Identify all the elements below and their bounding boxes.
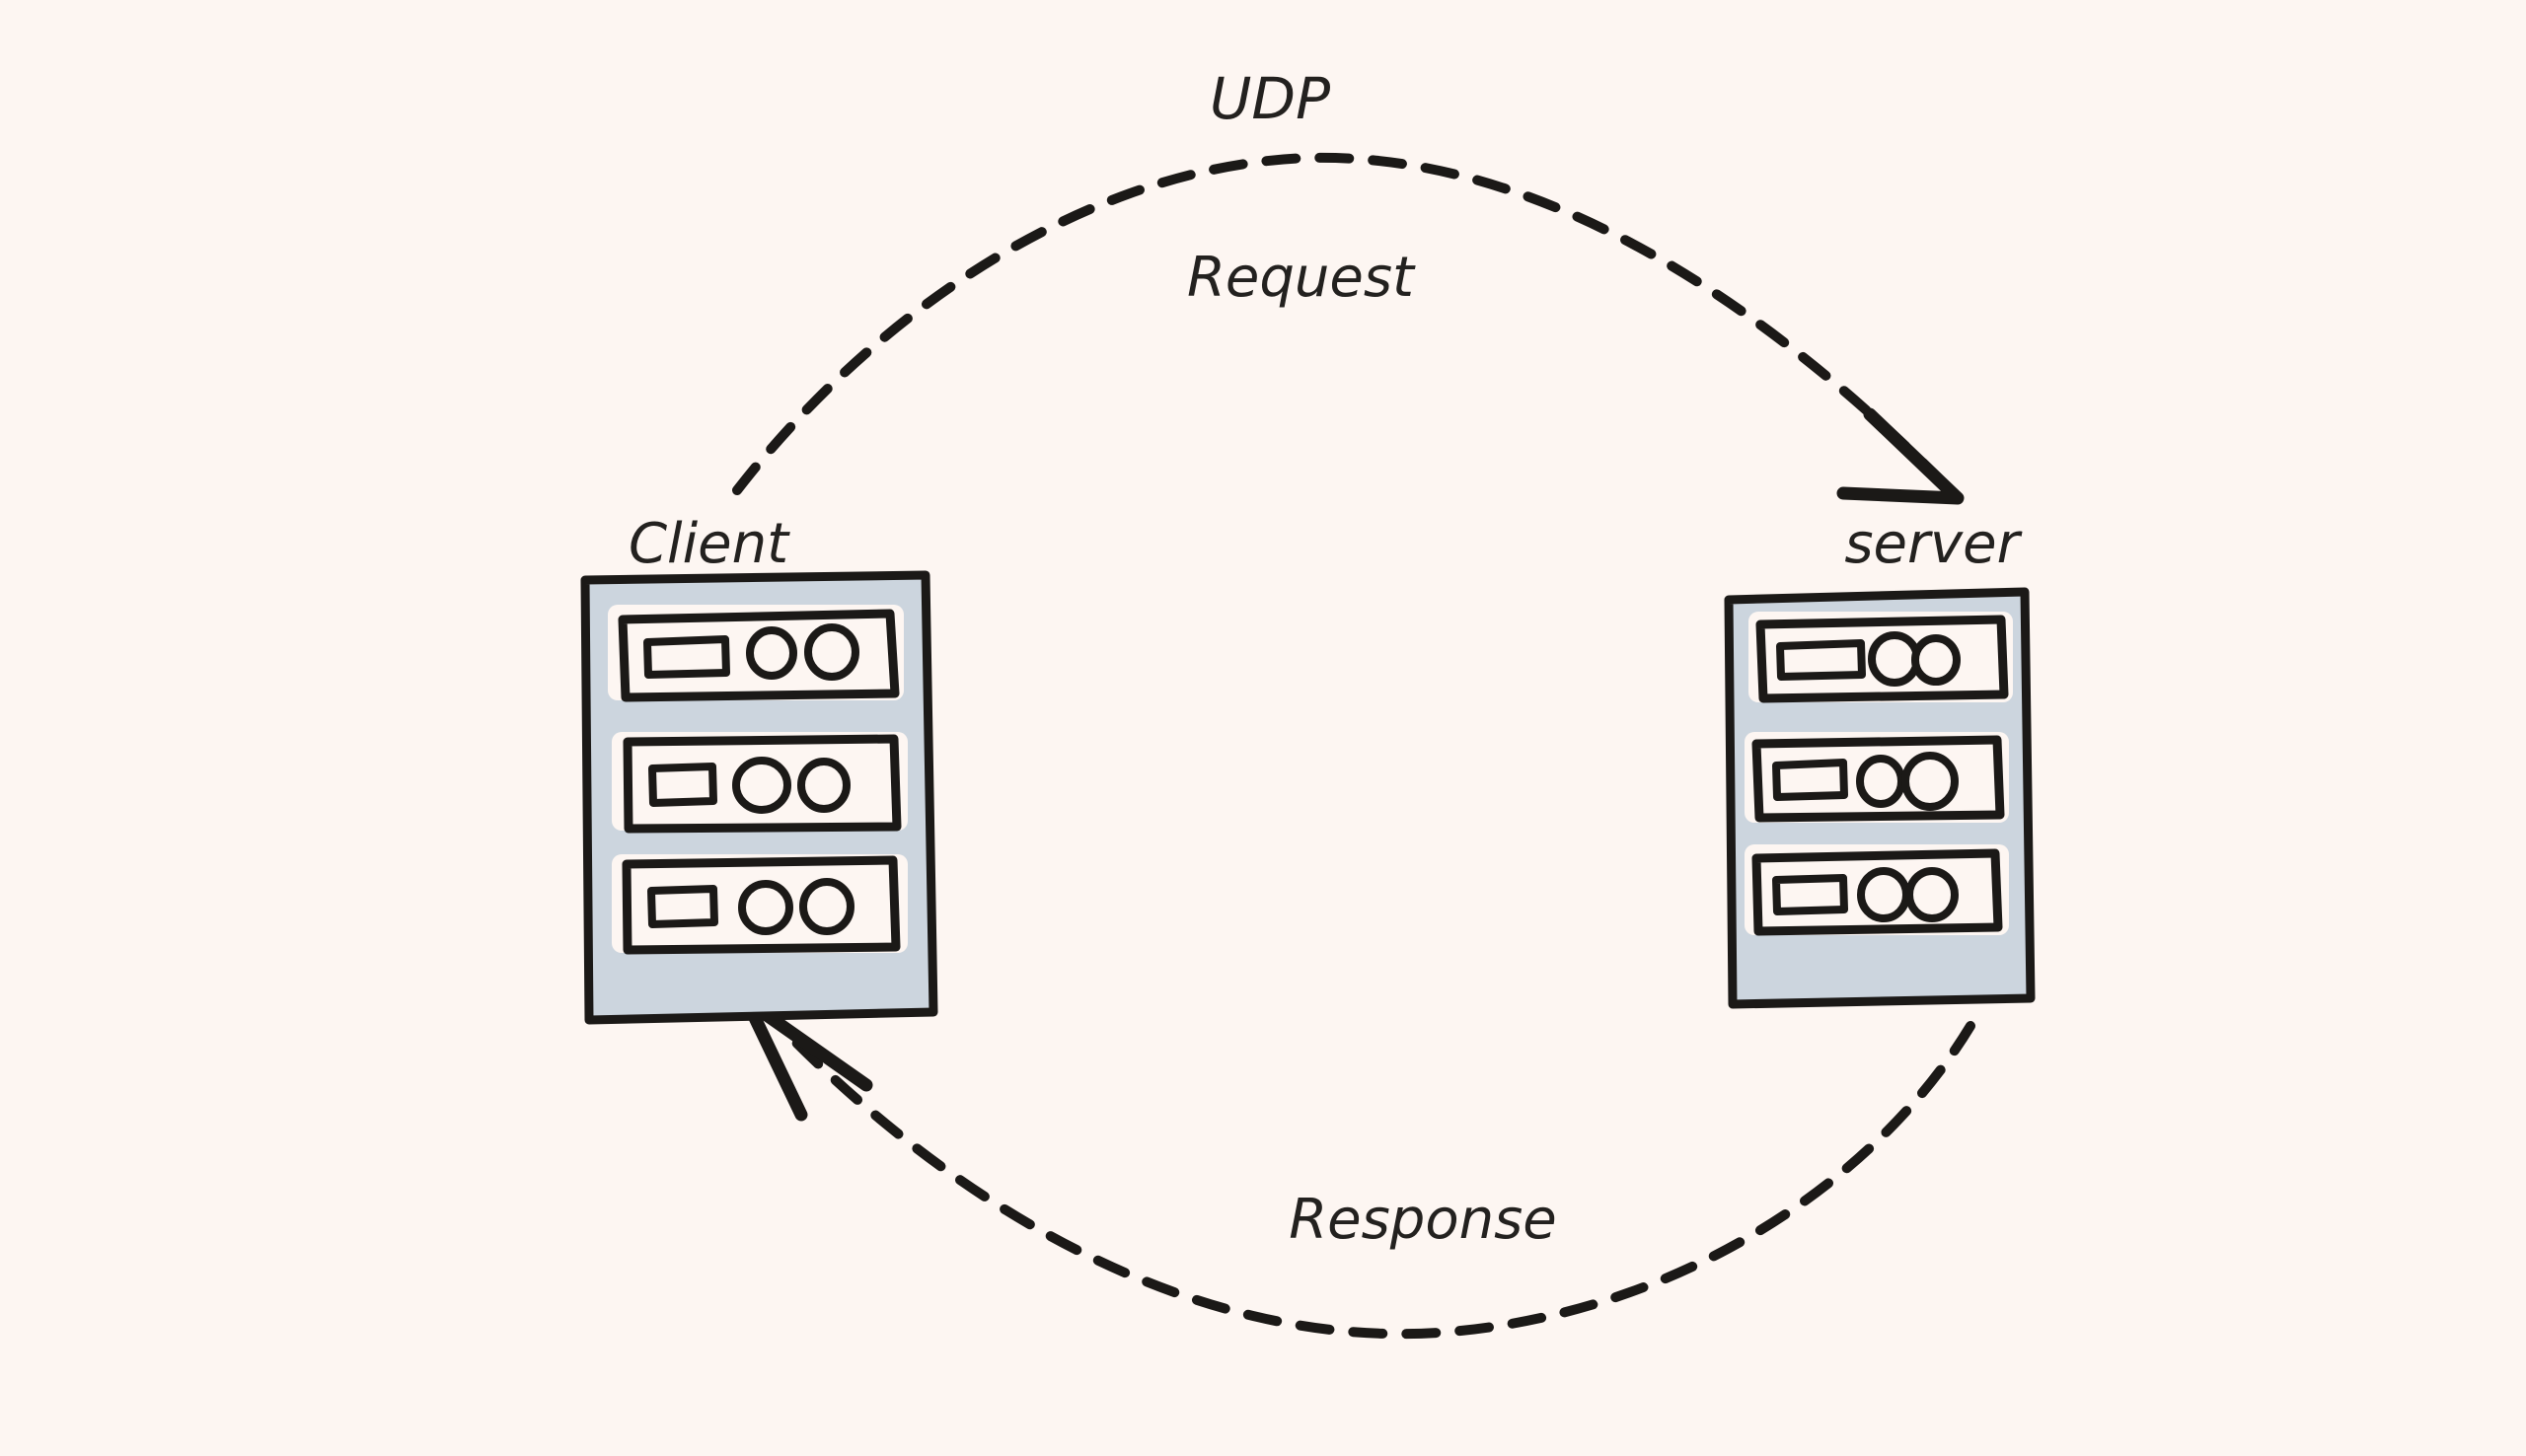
client-unit-3-led-1 [738,880,793,935]
client-unit-2-led-2 [797,758,851,813]
server-unit-3-slot [1772,874,1848,915]
request-arc-line [732,152,1949,495]
server-rack-icon [1724,587,2036,1009]
server-unit-2-slot [1772,759,1848,801]
server-unit-3-led-2 [1905,867,1959,922]
diagram-title: UDP [1210,65,1330,132]
edge-label-response: Response [1289,1188,1556,1252]
client-unit-3-led-2 [799,878,854,935]
client-unit-1-led-2 [804,623,859,681]
client-unit-1-led-1 [746,626,797,680]
edge-label-request: Request [1187,246,1416,310]
node-label-client: Client [629,512,790,576]
server-unit-1-led-2 [1911,634,1961,686]
client-rack-icon [580,570,938,1025]
request-arrowhead-icon [1836,407,1965,505]
node-label-server: server [1844,512,2022,576]
client-unit-2-slot [648,763,717,807]
edge-request [732,152,1965,505]
client-unit-2-led-1 [732,757,791,814]
server-unit-2-led-2 [1901,752,1959,811]
client-unit-1-slot [643,635,730,679]
response-arc-line [789,1021,1975,1340]
server-unit-1-slot [1776,639,1866,681]
client-unit-3-slot [647,885,718,928]
